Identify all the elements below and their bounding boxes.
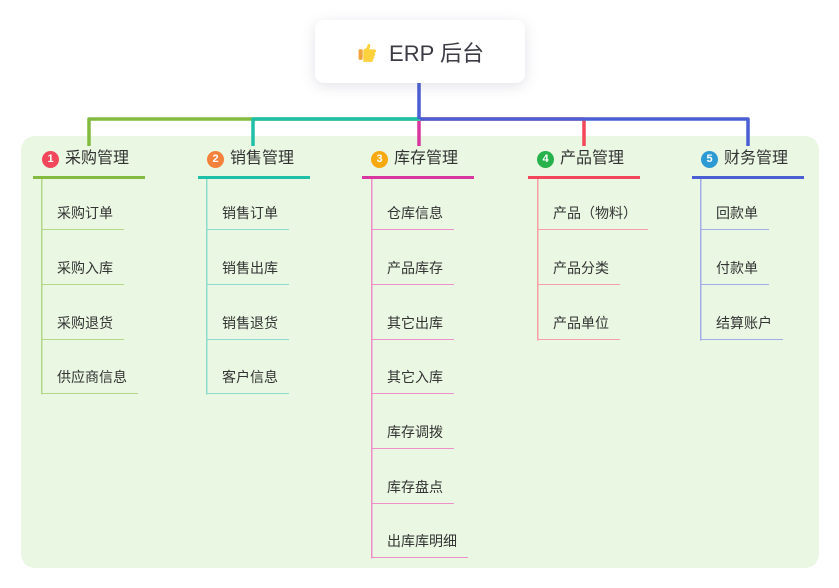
mindmap-child-node[interactable]: 产品（物料） — [537, 204, 648, 230]
branch-label: 库存管理 — [394, 150, 459, 167]
connector-branch-5 — [420, 117, 750, 146]
branch-label: 财务管理 — [724, 150, 789, 167]
mindmap-child-node[interactable]: 其它出库 — [371, 314, 454, 340]
mindmap-child-node[interactable]: 产品单位 — [537, 314, 620, 340]
branch-number-badge: 4 — [537, 150, 554, 168]
branch-header-inventory[interactable]: 3 库存管理 — [362, 148, 475, 179]
branch-label: 采购管理 — [65, 150, 130, 167]
mindmap-child-node[interactable]: 采购订单 — [41, 204, 124, 230]
mindmap-child-node[interactable]: 库存调拨 — [371, 423, 454, 449]
thumbs-up-icon — [356, 40, 379, 63]
branch-header-purchase[interactable]: 1 采购管理 — [33, 148, 146, 179]
branch-label: 销售管理 — [230, 150, 295, 167]
connector-branch-2 — [251, 117, 420, 146]
branch-number-badge: 5 — [701, 150, 718, 168]
mindmap-child-node[interactable]: 结算账户 — [700, 314, 783, 340]
mindmap-child-node[interactable]: 其它入库 — [371, 368, 454, 394]
branches-panel — [21, 136, 819, 568]
branch-number-badge: 1 — [42, 150, 59, 168]
branch-number-badge: 3 — [371, 150, 388, 168]
mindmap-child-node[interactable]: 仓库信息 — [371, 204, 454, 230]
connector-branch-4 — [420, 117, 586, 146]
branch-header-product[interactable]: 4 产品管理 — [528, 148, 641, 179]
mindmap-child-node[interactable]: 销售出库 — [206, 259, 289, 285]
mindmap-child-node[interactable]: 采购入库 — [41, 259, 124, 285]
branch-label: 产品管理 — [560, 150, 625, 167]
root-node[interactable]: ERP 后台 — [315, 20, 525, 83]
branch-header-sales[interactable]: 2 销售管理 — [198, 148, 311, 179]
mindmap-child-node[interactable]: 销售订单 — [206, 204, 289, 230]
mindmap-child-node[interactable]: 库存盘点 — [371, 478, 454, 504]
mindmap-child-node[interactable]: 产品库存 — [371, 259, 454, 285]
root-title: ERP 后台 — [389, 40, 484, 66]
mindmap-child-node[interactable]: 采购退货 — [41, 314, 124, 340]
mindmap-child-node[interactable]: 销售退货 — [206, 314, 289, 340]
mindmap-child-node[interactable]: 付款单 — [700, 259, 769, 285]
mindmap-child-node[interactable]: 回款单 — [700, 204, 769, 230]
mindmap-child-node[interactable]: 供应商信息 — [41, 368, 138, 394]
branch-number-badge: 2 — [207, 150, 224, 168]
mindmap-child-node[interactable]: 出库库明细 — [371, 532, 468, 558]
mindmap-child-node[interactable]: 产品分类 — [537, 259, 620, 285]
branch-header-finance[interactable]: 5 财务管理 — [692, 148, 805, 179]
mindmap-child-node[interactable]: 客户信息 — [206, 368, 289, 394]
